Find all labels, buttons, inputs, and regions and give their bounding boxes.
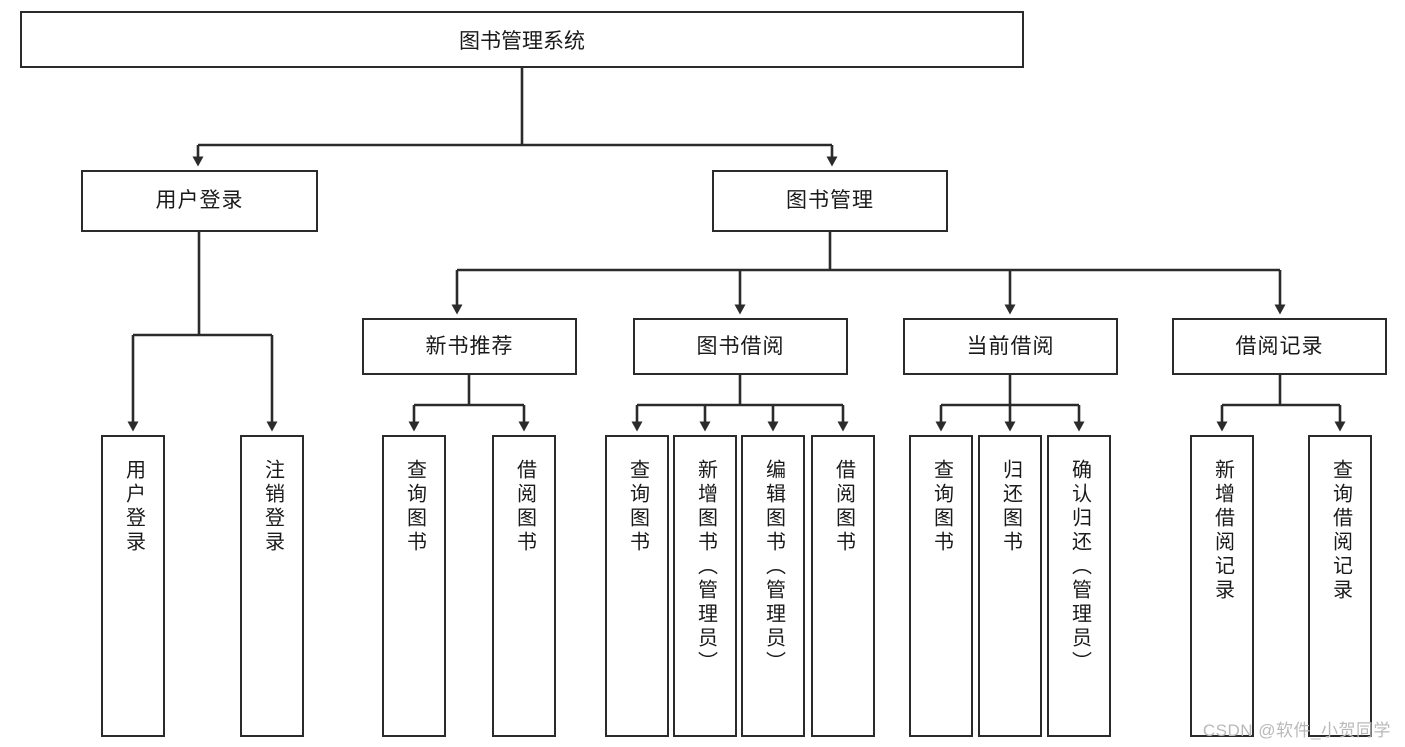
- leaf-label: 编辑图书（管理员）: [762, 459, 785, 675]
- node-label: 图书管理: [786, 189, 874, 213]
- leaf-current-query-book[interactable]: 查询图书: [909, 435, 973, 737]
- node-label: 图书借阅: [696, 334, 785, 358]
- leaf-label: 用户登录: [122, 459, 145, 555]
- leaf-label: 查询借阅记录: [1329, 459, 1352, 603]
- leaf-label: 确认归还（管理员）: [1068, 459, 1091, 675]
- node-label: 借阅记录: [1235, 334, 1324, 358]
- leaf-current-confirm-return-admin[interactable]: 确认归还（管理员）: [1047, 435, 1111, 737]
- leaf-label: 查询图书: [403, 459, 426, 555]
- leaf-borrow-borrow-book[interactable]: 借阅图书: [811, 435, 875, 737]
- leaf-borrow-add-book-admin[interactable]: 新增图书（管理员）: [673, 435, 737, 737]
- leaf-label: 查询图书: [930, 459, 953, 555]
- leaf-recommend-borrow-book[interactable]: 借阅图书: [492, 435, 556, 737]
- node-label: 用户登录: [155, 189, 244, 213]
- leaf-borrow-query-book[interactable]: 查询图书: [605, 435, 669, 737]
- leaf-borrow-edit-book-admin[interactable]: 编辑图书（管理员）: [741, 435, 805, 737]
- node-borrow-record[interactable]: 借阅记录: [1172, 318, 1387, 375]
- leaf-recommend-query-book[interactable]: 查询图书: [382, 435, 446, 737]
- node-label: 图书管理系统: [459, 29, 585, 53]
- leaf-record-query-borrow-record[interactable]: 查询借阅记录: [1308, 435, 1372, 737]
- leaf-label: 查询图书: [626, 459, 649, 555]
- leaf-record-add-borrow-record[interactable]: 新增借阅记录: [1190, 435, 1254, 737]
- node-new-book-recommend[interactable]: 新书推荐: [362, 318, 577, 375]
- leaf-user-login[interactable]: 用户登录: [101, 435, 165, 737]
- leaf-label: 归还图书: [999, 459, 1022, 555]
- leaf-label: 新增图书（管理员）: [694, 459, 717, 675]
- csdn-watermark: CSDN @软件_小贺同学: [1202, 721, 1391, 740]
- node-user-login[interactable]: 用户登录: [81, 170, 318, 232]
- node-book-management[interactable]: 图书管理: [712, 170, 948, 232]
- node-label: 新书推荐: [425, 334, 514, 358]
- leaf-label: 借阅图书: [832, 459, 855, 555]
- leaf-label: 新增借阅记录: [1211, 459, 1234, 603]
- node-book-borrow[interactable]: 图书借阅: [633, 318, 848, 375]
- node-root-book-management-system[interactable]: 图书管理系统: [20, 11, 1024, 68]
- leaf-user-logout[interactable]: 注销登录: [240, 435, 304, 737]
- leaf-current-return-book[interactable]: 归还图书: [978, 435, 1042, 737]
- node-current-borrow[interactable]: 当前借阅: [903, 318, 1118, 375]
- leaf-label: 注销登录: [261, 459, 284, 555]
- node-label: 当前借阅: [966, 334, 1055, 358]
- leaf-label: 借阅图书: [513, 459, 536, 555]
